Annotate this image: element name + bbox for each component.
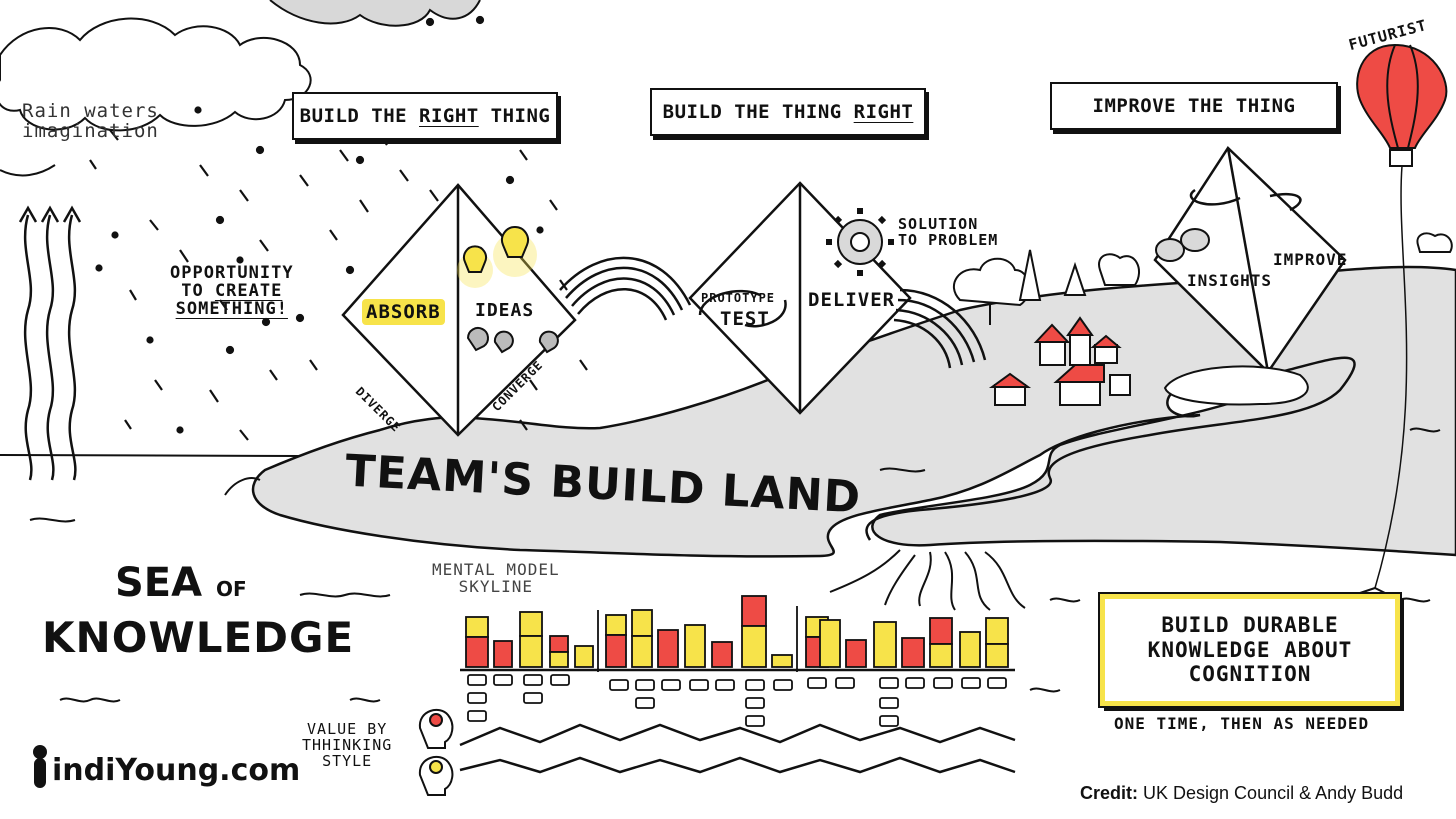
indi-logo-icon bbox=[33, 745, 47, 788]
river bbox=[865, 356, 1356, 541]
prototype-label: PROTOTYPE bbox=[701, 291, 776, 305]
island bbox=[1163, 365, 1309, 406]
skyline-reflections bbox=[467, 674, 1007, 727]
value-line3: STYLE bbox=[322, 751, 373, 770]
skyline-title-line2: SKYLINE bbox=[458, 576, 534, 596]
credit: Credit: UK Design Council & Andy Budd bbox=[1080, 784, 1403, 803]
durable-knowledge-box: BUILD DURABLE KNOWLEDGE ABOUT COGNITION bbox=[1098, 592, 1402, 708]
rain-note-line1: Rain waters bbox=[22, 100, 159, 122]
header-thing-right-em: RIGHT bbox=[853, 101, 914, 123]
thinking-style-lines bbox=[459, 723, 1016, 774]
hot-air-balloon bbox=[1356, 43, 1448, 589]
ideas-label: IDEAS bbox=[475, 300, 535, 321]
trees bbox=[953, 232, 1453, 325]
solution-note: SOLUTION TO PROBLEM bbox=[898, 215, 999, 249]
credit-text: UK Design Council & Andy Budd bbox=[1143, 783, 1404, 803]
skyline-title: MENTAL MODEL SKYLINE bbox=[432, 560, 560, 596]
header-improve-thing: IMPROVE THE THING bbox=[1050, 82, 1338, 130]
skyline-title-line1: MENTAL MODEL bbox=[432, 560, 560, 579]
opportunity-pre: TO bbox=[181, 280, 215, 301]
header-right-thing-pre: BUILD THE bbox=[299, 105, 420, 127]
deliver-label: DELIVER bbox=[808, 289, 896, 311]
absorb-text: ABSORB bbox=[362, 299, 445, 325]
value-line1: VALUE BY bbox=[307, 720, 388, 738]
durable-sub: ONE TIME, THEN AS NEEDED bbox=[1114, 714, 1370, 733]
header-right-thing-em: RIGHT bbox=[419, 105, 479, 127]
test-label: TEST bbox=[720, 308, 770, 330]
insights-label: INSIGHTS bbox=[1187, 271, 1273, 290]
value-label: VALUE BY THHINKING STYLE bbox=[302, 720, 393, 770]
durable-line2: KNOWLEDGE ABOUT bbox=[1147, 637, 1353, 662]
header-thing-right-pre: BUILD THE THING bbox=[662, 101, 854, 123]
durable-line1: BUILD DURABLE bbox=[1161, 612, 1339, 637]
opportunity-line3: SOMETHING! bbox=[175, 298, 288, 319]
rain bbox=[89, 15, 588, 441]
opportunity-line1: OPPORTUNITY bbox=[170, 263, 294, 283]
lightbulb-icon bbox=[457, 226, 559, 354]
header-right-thing-post: THING bbox=[478, 105, 551, 127]
sea-line1: SEA bbox=[115, 560, 203, 606]
rainbow-arc bbox=[559, 256, 692, 321]
opportunity-em: CREATE bbox=[214, 280, 283, 301]
head-icons bbox=[418, 708, 454, 796]
binoculars-icon bbox=[1155, 228, 1210, 262]
sea-waves bbox=[29, 427, 1441, 703]
rainbow-arc-2 bbox=[893, 288, 987, 369]
solution-line2: TO PROBLEM bbox=[898, 230, 999, 249]
header-build-thing-right: BUILD THE THING RIGHT bbox=[650, 88, 926, 136]
diamond-build-right-thing bbox=[341, 183, 577, 437]
rain-note-line2: imagination bbox=[22, 119, 159, 142]
header-improve-text: IMPROVE THE THING bbox=[1092, 95, 1296, 117]
horizon-line bbox=[0, 454, 301, 457]
durable-text: BUILD DURABLE KNOWLEDGE ABOUT COGNITION bbox=[1148, 613, 1353, 687]
improve-label: IMPROVE bbox=[1273, 250, 1348, 269]
sea-title: SEA OF bbox=[115, 562, 247, 604]
opportunity-note: OPPORTUNITY TO CREATE SOMETHING! bbox=[170, 263, 294, 319]
sea-of: OF bbox=[216, 577, 247, 601]
flow-arrows bbox=[829, 549, 1026, 611]
durable-line3: COGNITION bbox=[1188, 662, 1312, 687]
cloud bbox=[0, 17, 312, 132]
sea-knowledge: KNOWLEDGE bbox=[42, 613, 355, 662]
village bbox=[988, 316, 1131, 406]
brand-logo: indiYoung.com bbox=[52, 753, 301, 788]
value-line2: THHINKING bbox=[302, 735, 393, 754]
gear-icon bbox=[826, 208, 894, 276]
absorb-label: ABSORB bbox=[362, 299, 445, 325]
mental-model-skyline bbox=[460, 595, 1015, 672]
cloud-top bbox=[269, 0, 481, 27]
credit-label: Credit: bbox=[1080, 783, 1138, 803]
evaporation-arrows bbox=[18, 205, 82, 481]
cloud-top-left bbox=[0, 164, 56, 177]
rain-note: Rain waters imagination bbox=[22, 100, 159, 142]
solution-line1: SOLUTION bbox=[898, 215, 979, 233]
header-build-right-thing: BUILD THE RIGHT THING bbox=[292, 92, 558, 140]
